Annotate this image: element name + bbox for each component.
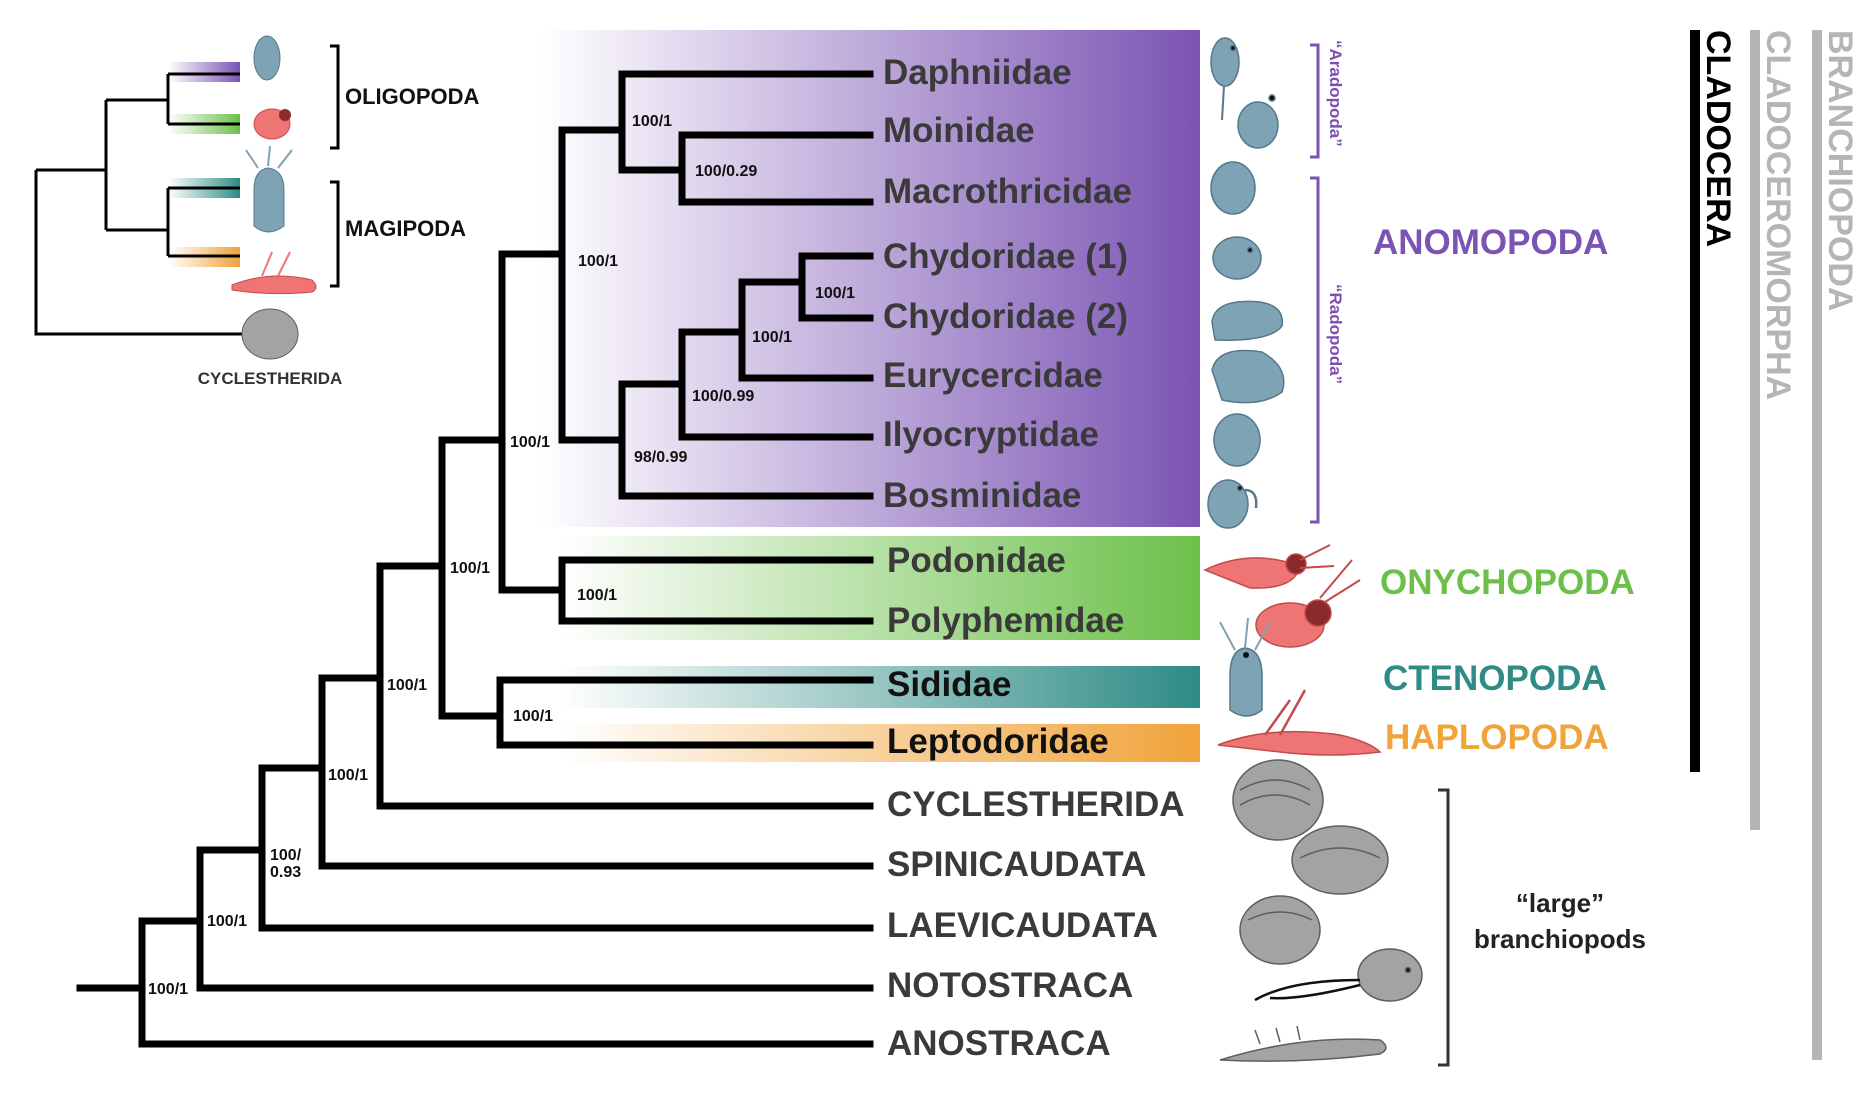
taxon-spinicaudata: SPINICAUDATA — [887, 845, 1146, 884]
inset-tree: OLIGOPODA MAGIPODA CYCLESTHERIDA — [34, 35, 480, 388]
support-spinicaudata: 100/1 — [328, 767, 368, 784]
support-notostraca: 100/1 — [207, 913, 247, 930]
support-radopoda-inner: 100/0.99 — [692, 388, 754, 405]
support-chydoridae: 100/1 — [815, 285, 855, 302]
taxon-podonidae: Podonidae — [887, 541, 1066, 580]
ilyocryptid-icon — [1213, 413, 1261, 467]
taxon-cyclestherida: CYCLESTHERIDA — [887, 785, 1185, 824]
inset-daphnia-icon — [253, 35, 281, 81]
support-root: 100/1 — [148, 981, 188, 998]
support-laevi-line2: 0.93 — [270, 864, 301, 881]
inset-cyclestherida-label: CYCLESTHERIDA — [198, 369, 343, 388]
cladocera-bar — [1690, 30, 1700, 772]
support-onychopoda: 100/1 — [577, 587, 617, 604]
support-cladocera: 100/1 — [450, 560, 490, 577]
support-anomopoda: 100/1 — [578, 253, 618, 270]
podonid-icon — [1203, 544, 1335, 589]
support-chyd-eury: 100/1 — [752, 329, 792, 346]
cladoceromorpha-bar — [1750, 30, 1760, 830]
bosmina-icon — [1207, 479, 1258, 529]
group-onychopoda: ONYCHOPODA — [1380, 563, 1635, 602]
radopoda-bracket — [1310, 176, 1320, 524]
daphnia-icon — [1210, 37, 1240, 121]
taxon-daphniidae: Daphniidae — [883, 53, 1072, 92]
anomopoda-band — [540, 30, 1200, 527]
inset-oligopoda-label: OLIGOPODA — [345, 84, 480, 109]
support-values: 100/1 100/0.29 100/1 100/1 100/1 100/0.9… — [148, 113, 855, 998]
support-cladoceromorpha: 100/1 — [387, 677, 427, 694]
leptodora-icon — [1217, 689, 1382, 756]
ctenopoda-band — [560, 666, 1200, 708]
support-moin-macro: 100/0.29 — [695, 163, 757, 180]
clam-shrimp-icon — [1232, 759, 1324, 841]
branchiopoda-bar — [1812, 30, 1822, 1060]
taxon-ilyocryptidae: Ilyocryptidae — [883, 415, 1099, 454]
large-branchiopod-icons — [1219, 759, 1423, 1062]
chydorid-icon — [1212, 236, 1262, 280]
taxon-chydoridae-2: Chydoridae (2) — [883, 297, 1128, 336]
inset-sidid-icon — [245, 145, 293, 233]
clam-shrimp-icon — [1239, 895, 1321, 965]
taxon-moinidae: Moinidae — [883, 111, 1035, 150]
taxon-chydoridae-1: Chydoridae (1) — [883, 237, 1128, 276]
taxon-bosminidae: Bosminidae — [883, 476, 1081, 515]
group-haplopoda: HAPLOPODA — [1385, 718, 1609, 757]
taxon-anostraca: ANOSTRACA — [887, 1024, 1111, 1063]
polyphemid-icon — [1255, 559, 1361, 648]
taxon-notostraca: NOTOSTRACA — [887, 966, 1133, 1005]
support-cteno-haplo: 100/1 — [513, 708, 553, 725]
inset-clam-shrimp-icon — [241, 308, 299, 360]
inset-leptodora-icon — [231, 251, 317, 295]
taxon-sididae: Sididae — [887, 665, 1011, 704]
chydorid-icon — [1211, 300, 1284, 341]
support-radopoda: 98/0.99 — [634, 449, 687, 466]
tadpole-shrimp-icon — [1254, 948, 1423, 1002]
main-tree — [76, 70, 874, 1048]
taxon-laevicaudata: LAEVICAUDATA — [887, 906, 1158, 945]
onychopod-icons — [1203, 544, 1382, 756]
inset-polyphemid-icon — [253, 108, 291, 140]
inset-brackets — [330, 44, 340, 288]
taxon-labels: Daphniidae Moinidae Macrothricidae Chydo… — [883, 53, 1185, 1063]
taxon-macrothricidae: Macrothricidae — [883, 172, 1132, 211]
group-ctenopoda: CTENOPODA — [1383, 659, 1607, 698]
cladocera-label: CLADOCERA — [1699, 30, 1737, 247]
sidid-icon — [1219, 617, 1271, 717]
support-daph-moin: 100/1 — [632, 113, 672, 130]
support-laevi-line1: 100/ — [270, 847, 302, 864]
large-branchiopods-label-1: “large” — [1516, 888, 1604, 918]
branchiopoda-label: BRANCHIOPODA — [1821, 30, 1859, 311]
moina-icon — [1237, 94, 1279, 149]
taxon-polyphemidae: Polyphemidae — [887, 601, 1124, 640]
aradopoda-label: “Aradopoda” — [1326, 40, 1345, 147]
anomopod-icons — [1207, 37, 1285, 529]
support-anom-onych: 100/1 — [510, 434, 550, 451]
group-anomopoda: ANOMOPODA — [1373, 223, 1608, 262]
large-branchiopods-label-2: branchiopods — [1474, 924, 1646, 954]
macrothricid-icon — [1210, 161, 1256, 215]
inset-anomopoda-band — [168, 62, 240, 82]
aradopoda-bracket — [1310, 43, 1320, 159]
cladoceromorpha-label: CLADOCEROMORPHA — [1759, 30, 1797, 400]
fairy-shrimp-icon — [1219, 1025, 1387, 1062]
radopoda-label: “Radopoda” — [1326, 284, 1345, 384]
clam-shrimp-icon — [1291, 825, 1389, 895]
taxon-eurycercidae: Eurycercidae — [883, 356, 1103, 395]
inset-magipoda-label: MAGIPODA — [345, 216, 466, 241]
large-branchiopods-bracket — [1438, 788, 1450, 1067]
eurycercid-icon — [1211, 349, 1285, 404]
taxon-leptodoridae: Leptodoridae — [887, 722, 1109, 761]
